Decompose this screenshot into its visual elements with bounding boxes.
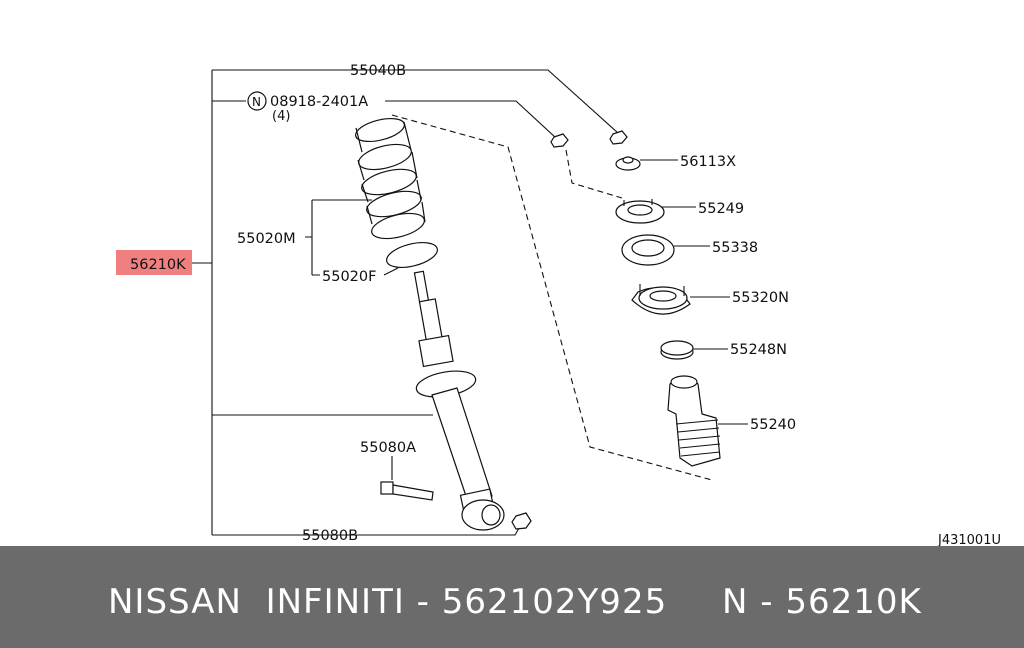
- label-08918-2401A: 08918-2401A: [270, 94, 368, 110]
- n-circle-icon: [247, 91, 267, 111]
- plate-55249: [615, 199, 665, 224]
- part-info-footer: NISSAN INFINITI - 562102Y925 N - 56210K: [0, 546, 1024, 648]
- coil-spring: [355, 117, 426, 240]
- label-55020F: 55020F: [322, 269, 376, 285]
- nut-55040B: [609, 130, 628, 145]
- stud-dashed-line: [565, 149, 623, 199]
- label-qty: (4): [272, 109, 290, 124]
- leader-08918-b: [385, 100, 557, 139]
- brand-part-number: NISSAN INFINITI - 562102Y925: [108, 582, 668, 622]
- label-55040B: 55040B: [350, 63, 406, 79]
- reference-number: N - 56210K: [722, 582, 922, 622]
- label-56210K: 56210K: [130, 257, 186, 273]
- label-55320N: 55320N: [732, 290, 789, 306]
- label-55338: 55338: [712, 240, 758, 256]
- parts-diagram: 55040B N 08918-2401A (4) 56113X 55249 55…: [116, 63, 1001, 548]
- ring-55338: [621, 234, 675, 266]
- nut-08918: [550, 133, 569, 148]
- leader-55040B: [212, 69, 619, 134]
- shock-absorber: [413, 270, 505, 531]
- mount-55320N: [631, 284, 691, 315]
- exploded-view-drawing: 55040B N 08918-2401A (4) 56113X 55249 55…: [116, 63, 1001, 548]
- label-55248N: 55248N: [730, 342, 787, 358]
- assembly-dashed-line: [391, 114, 713, 481]
- spring-seat-lower: [386, 242, 438, 268]
- label-55080B: 55080B: [302, 528, 358, 544]
- leader-55020: [305, 199, 399, 276]
- label-56113X: 56113X: [680, 154, 736, 170]
- label-n-circle: N: [252, 95, 261, 109]
- highlight-56210K: [116, 250, 192, 275]
- bolt-55080A: [380, 456, 434, 501]
- label-55240: 55240: [750, 417, 796, 433]
- label-55080A: 55080A: [360, 440, 416, 456]
- label-55249: 55249: [698, 201, 744, 217]
- diagram-code: J431001U: [937, 533, 1001, 546]
- label-55020M: 55020M: [237, 231, 296, 247]
- bumper-55248N: [660, 340, 694, 360]
- washer-56113X: [615, 156, 641, 171]
- dust-boot-55240: [667, 375, 721, 467]
- nut-55080B: [511, 512, 532, 530]
